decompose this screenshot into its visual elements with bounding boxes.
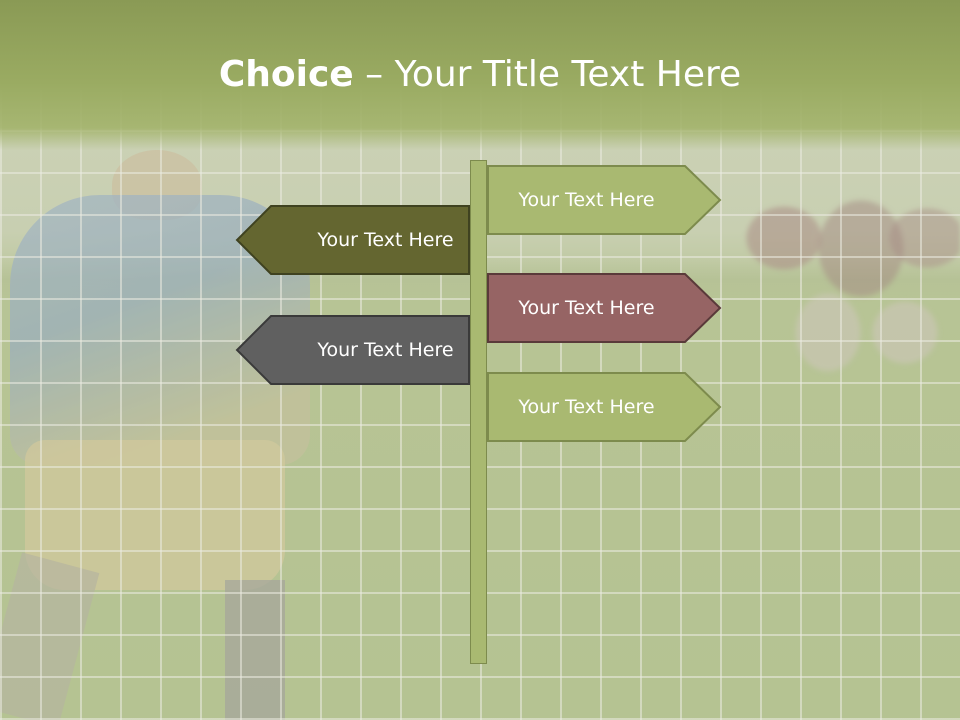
signpost-pole <box>470 160 487 664</box>
arrow-right-shape <box>487 273 722 343</box>
sign-left-bottom[interactable]: Your Text Here <box>235 315 470 385</box>
arrow-right-shape <box>487 372 722 442</box>
title-rest: – Your Title Text Here <box>353 54 742 95</box>
sign-label: Your Text Here <box>518 297 655 319</box>
arrow-left-shape <box>235 205 470 275</box>
arrow-left-shape <box>235 315 470 385</box>
title-bold: Choice <box>218 54 354 95</box>
sign-left-top[interactable]: Your Text Here <box>235 205 470 275</box>
sign-right-top[interactable]: Your Text Here <box>487 165 722 235</box>
slide-title[interactable]: Choice – Your Title Text Here <box>0 52 960 98</box>
sign-label: Your Text Here <box>518 189 655 211</box>
sign-label: Your Text Here <box>317 229 454 251</box>
sign-right-middle[interactable]: Your Text Here <box>487 273 722 343</box>
arrow-right-shape <box>487 165 722 235</box>
sign-right-bottom[interactable]: Your Text Here <box>487 372 722 442</box>
sign-label: Your Text Here <box>518 396 655 418</box>
sign-label: Your Text Here <box>317 339 454 361</box>
title-bar: Choice – Your Title Text Here <box>0 0 960 150</box>
